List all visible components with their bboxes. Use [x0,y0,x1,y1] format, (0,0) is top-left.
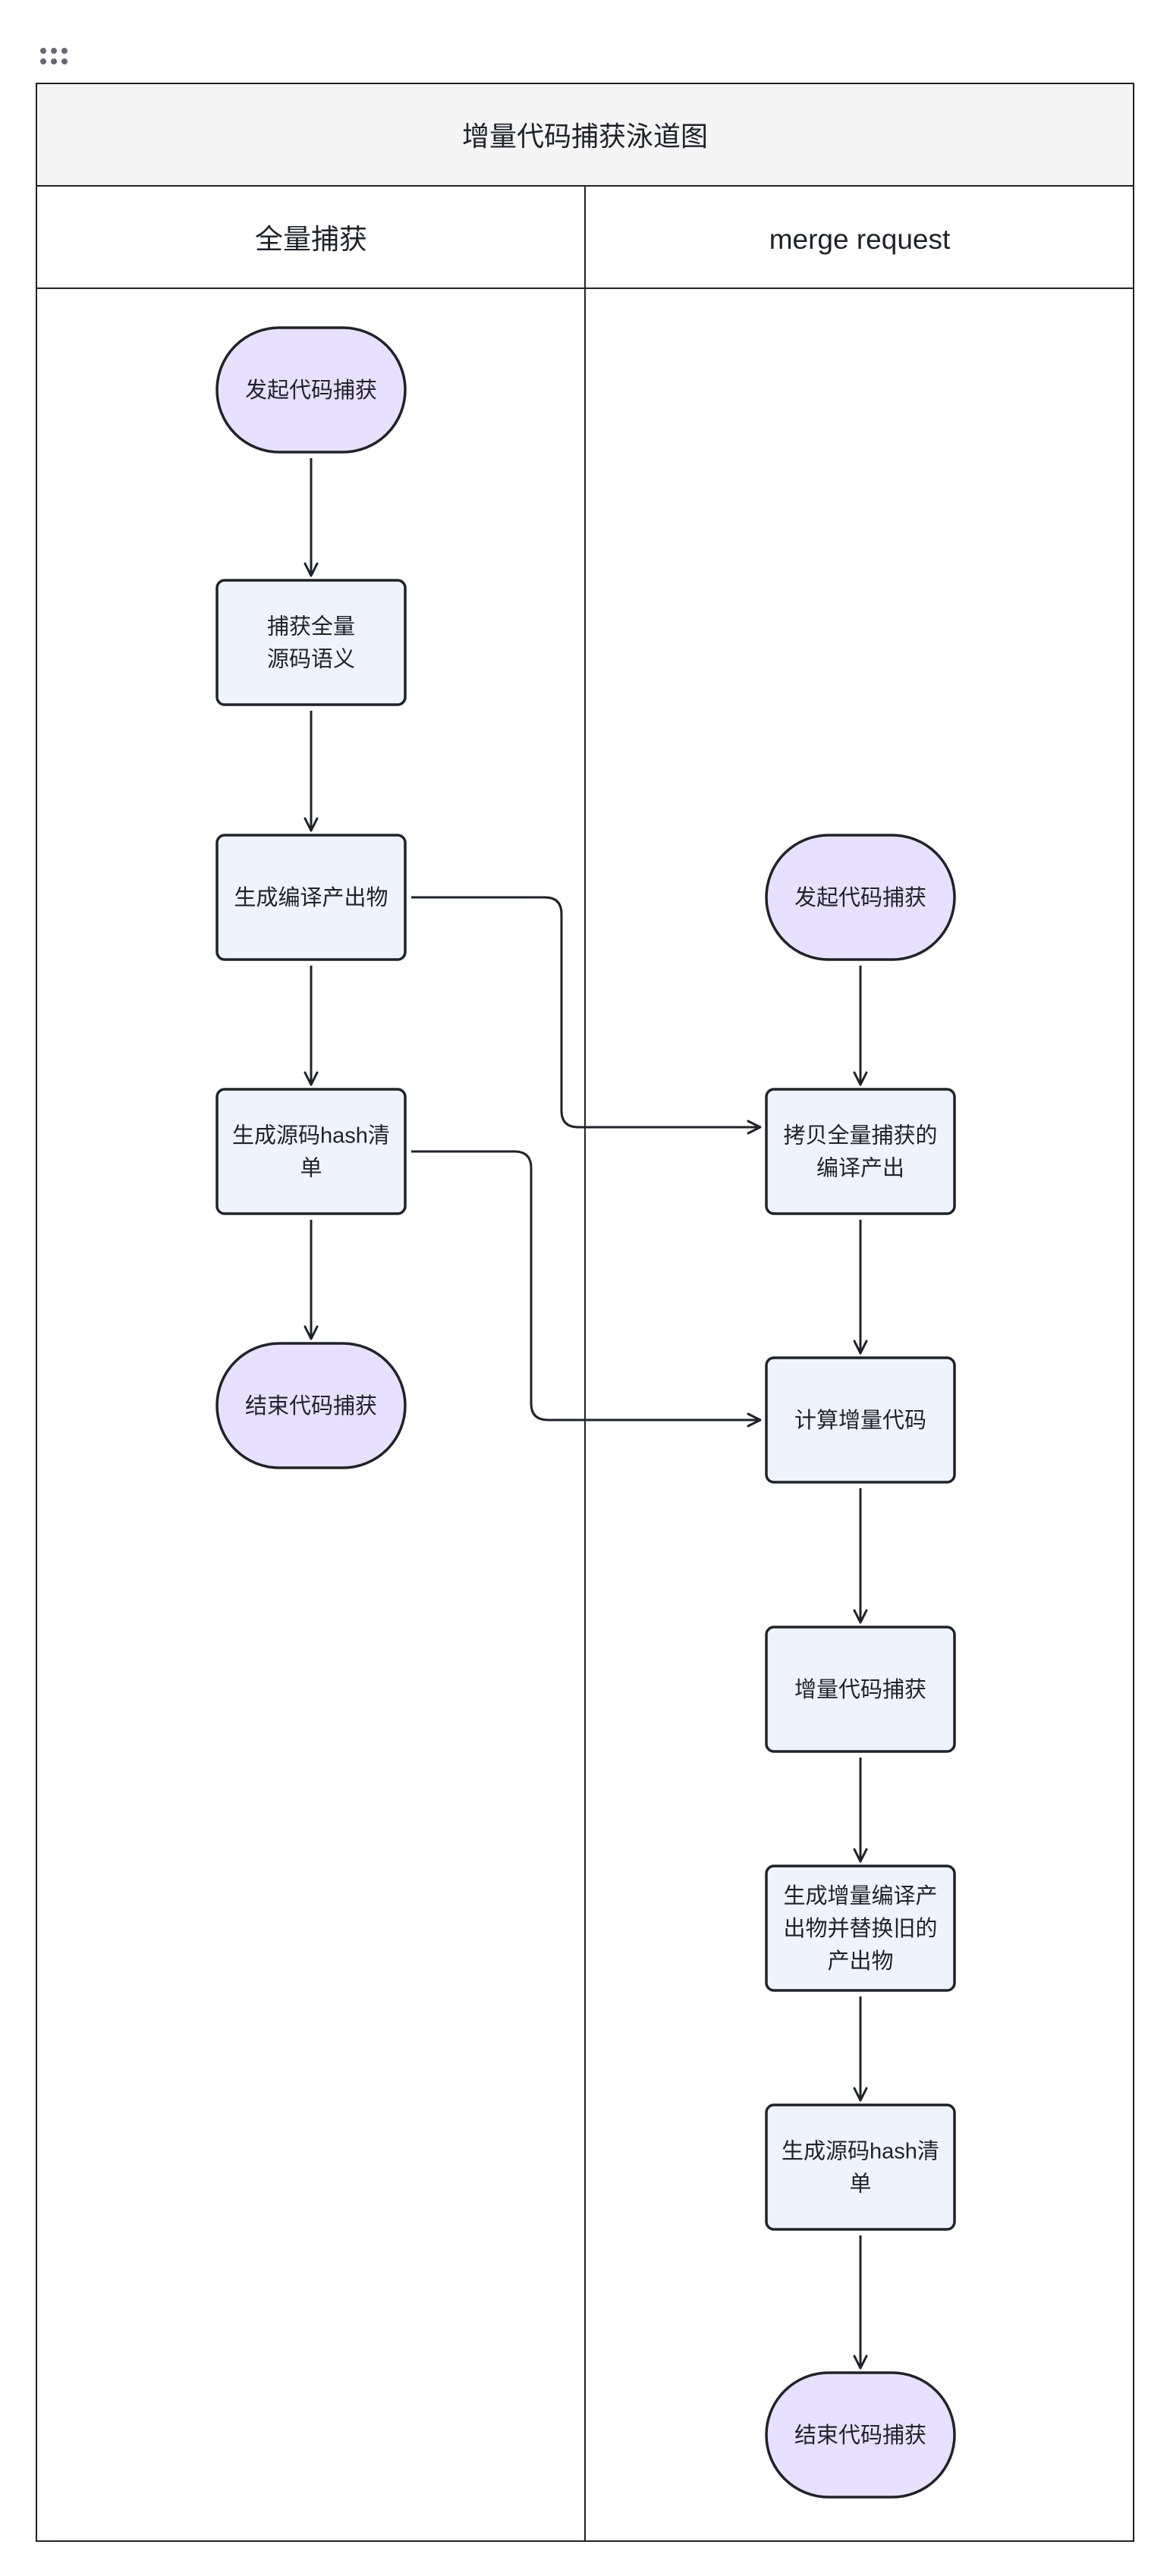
node-mr-calc[interactable]: 计算增量代码 [765,1356,956,1484]
node-label-mr-end-line-0: 结束代码捕获 [794,2423,926,2448]
process-shape-mr-capture [765,1626,956,1753]
terminal-shape-full-start [215,326,407,454]
node-label-mr-hash-line-0: 生成源码hash清 [782,2139,939,2164]
node-label-full-start-line-0: 发起代码捕获 [245,378,377,403]
node-mr-capture[interactable]: 增量代码捕获 [765,1626,956,1753]
process-shape-mr-compile [765,1864,956,1992]
node-full-compile[interactable]: 生成编译产出物 [215,834,407,961]
process-shape-full-compile [215,834,407,961]
process-shape-full-hash [215,1088,407,1215]
node-label-full-end-line-0: 结束代码捕获 [245,1393,377,1418]
node-label-full-capture-line-1: 源码语义 [267,647,355,672]
edge-full-compile-to-mr-copy[interactable] [411,896,762,1135]
terminal-shape-full-end [215,1342,407,1469]
process-shape-mr-hash [765,2103,956,2231]
node-label-mr-compile-line-0: 生成增量编译产 [783,1883,937,1908]
node-label-full-hash-line-0: 生成源码hash清 [232,1123,390,1148]
process-shape-mr-calc [765,1356,956,1484]
node-mr-start[interactable]: 发起代码捕获 [765,834,956,961]
node-mr-end[interactable]: 结束代码捕获 [765,2371,956,2499]
terminal-shape-mr-end [765,2371,956,2499]
edge-full-hash-to-mr-calc[interactable] [411,1150,762,1428]
lane-title-mr: merge request [769,224,951,255]
node-label-full-hash-line-1: 单 [300,1156,322,1181]
lane-header-full [36,185,586,289]
node-label-mr-copy-line-1: 编译产出 [816,1156,904,1181]
node-label-full-compile-line-0: 生成编译产出物 [234,885,388,910]
node-label-full-capture-line-0: 捕获全量 [267,614,355,639]
drag-dots-icon[interactable] [39,47,70,65]
nodes-layer: 发起代码捕获捕获全量源码语义生成编译产出物生成源码hash清单结束代码捕获发起代… [215,326,956,2499]
lane-title-full: 全量捕获 [255,224,367,255]
node-label-mr-compile-line-1: 出物并替换旧的 [783,1916,937,1941]
node-full-end[interactable]: 结束代码捕获 [215,1342,407,1469]
edges-layer [304,458,868,2370]
node-label-mr-capture-line-0: 增量代码捕获 [794,1677,926,1702]
node-label-mr-calc-line-0: 计算增量代码 [794,1408,926,1433]
diagram-title: 增量代码捕获泳道图 [462,121,708,152]
process-shape-mr-copy [765,1088,956,1215]
node-label-mr-hash-line-1: 单 [849,2172,871,2197]
terminal-shape-mr-start [765,834,956,961]
node-label-mr-start-line-0: 发起代码捕获 [794,885,926,910]
node-full-start[interactable]: 发起代码捕获 [215,326,407,454]
node-label-mr-compile-line-2: 产出物 [827,1949,893,1974]
process-shape-full-capture [215,579,407,706]
node-label-mr-copy-line-0: 拷贝全量捕获的 [783,1123,937,1148]
pool-title-bar [36,83,1134,187]
